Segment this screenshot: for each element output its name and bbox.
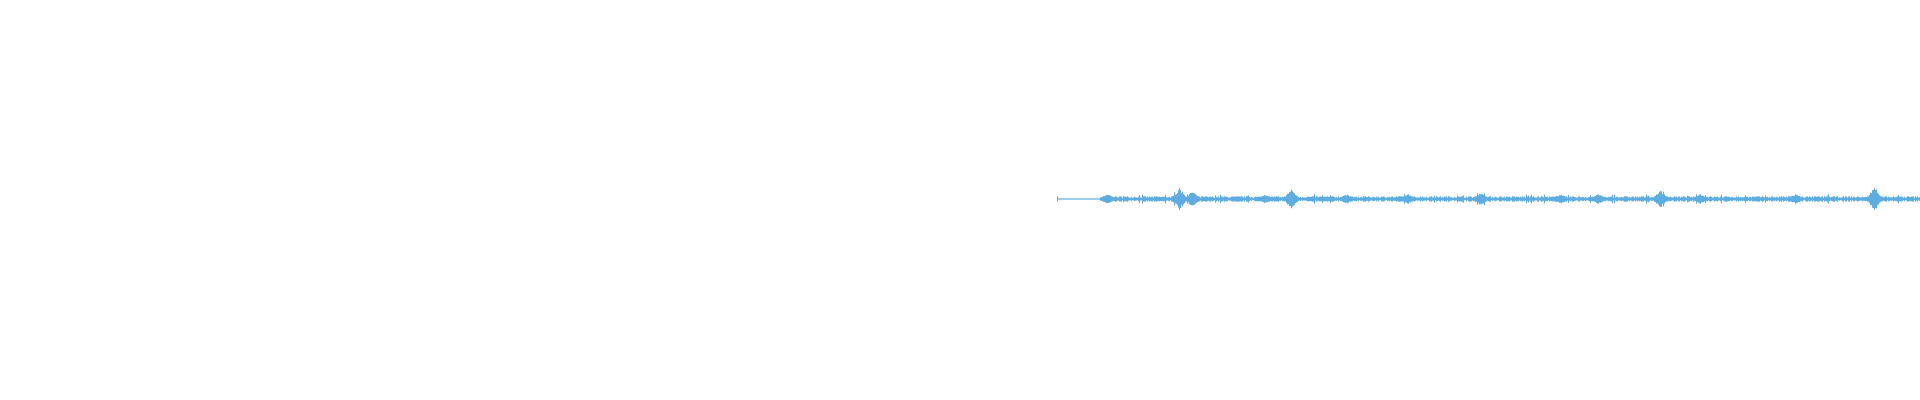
waveform-path [1057,188,1920,210]
waveform-bars [1057,188,1920,210]
